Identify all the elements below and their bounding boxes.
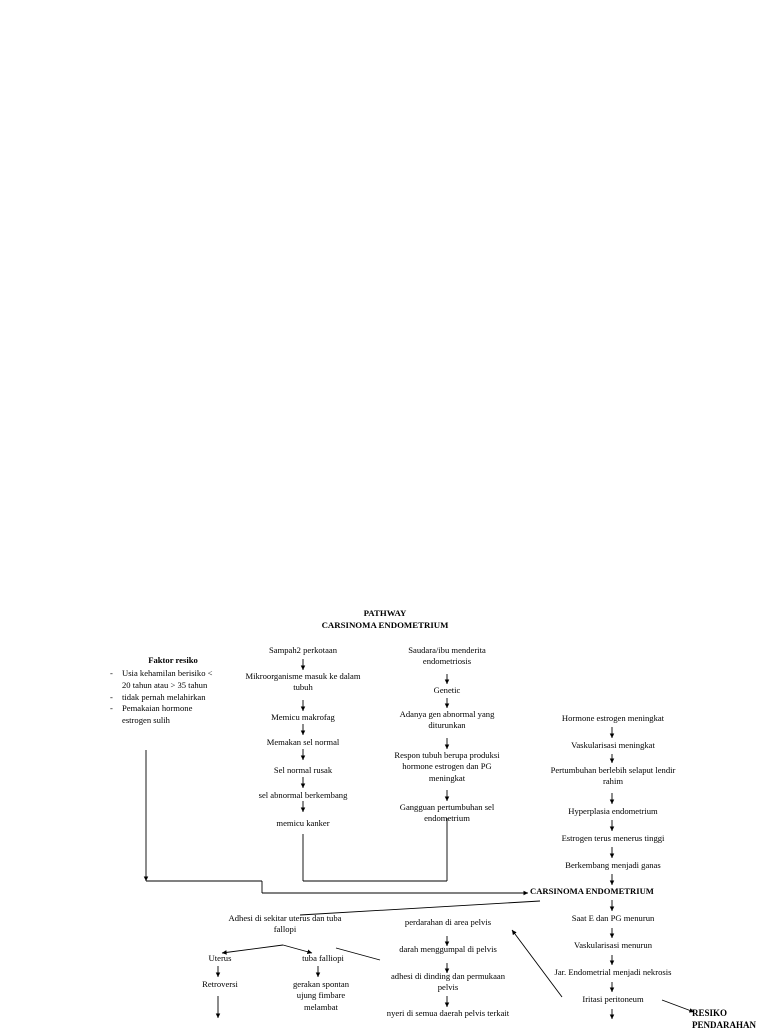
node-pertumbuhan-berlebih-selaput: Pertumbuhan berlebih selaput lendir rahi… [550, 765, 676, 787]
node-jar-endometrial-nekrosis: Jar. Endometrial menjadi nekrosis [554, 967, 672, 977]
node-memakan-sel-normal: Memakan sel normal [266, 737, 340, 747]
node-memicu-makrofag: Memicu makrofag [271, 712, 335, 722]
node-perdarahan-area-pelvis: perdarahan di area pelvis [404, 917, 492, 927]
node-saat-e-pg-menurun: Saat E dan PG menurun [571, 913, 655, 923]
node-hyperplasia-endometrium: Hyperplasia endometrium [568, 806, 658, 816]
node-gen-abnormal-diturunkan: Adanya gen abnormal yang diturunkan [399, 709, 495, 731]
node-sel-abnormal-berkembang: sel abnormal berkembang [258, 790, 348, 800]
node-hormone-estrogen-meningkat: Hormone estrogen meningkat [561, 713, 665, 723]
risk-factors-list: Usia kehamilan berisiko < 20 tahun atau … [109, 668, 237, 727]
node-iritasi-peritoneum: Iritasi peritoneum [582, 994, 644, 1004]
node-tuba-falliopi: tuba falliopi [302, 953, 344, 963]
node-vaskularisasi-meningkat: Vaskularisasi meningkat [571, 740, 655, 750]
node-vaskularisasi-menurun: Vaskularisasi menurun [573, 940, 653, 950]
node-gerakan-spontan-fimbare: gerakan spontan ujung fimbare melambat [292, 979, 350, 1012]
node-adhesi-dinding-permukaan: adhesi di dinding dan permukaan pelvis [390, 971, 506, 993]
node-retroversi: Retroversi [202, 979, 238, 989]
node-nyeri-daerah-pelvis: nyeri di semua daerah pelvis terkait [386, 1008, 510, 1018]
badge-resiko-pendarahan: RESIKO PENDARAHAN [692, 1008, 756, 1030]
node-carsinoma-endometrium: CARSINOMA ENDOMETRIUM [530, 886, 654, 896]
node-mikroorganisme-masuk: Mikroorganisme masuk ke dalam tubuh [245, 671, 361, 693]
node-gangguan-pertumbuhan-sel: Gangguan pertumbuhan sel endometrium [399, 802, 495, 824]
risk-factors-box: Faktor resiko Usia kehamilan berisiko < … [109, 655, 237, 727]
risk-item-0: Usia kehamilan berisiko < 20 tahun atau … [109, 668, 237, 692]
node-saudara-ibu-endometriosis: Saudara/ibu menderita endometriosis [408, 645, 486, 667]
risk-factors-heading: Faktor resiko [148, 655, 198, 665]
node-uterus: Uterus [208, 953, 232, 963]
node-sampah-perkotaan: Sampah2 perkotaan [268, 645, 337, 655]
risk-item-1: tidak pernah melahirkan [109, 692, 237, 704]
risk-item-2: Pemakaian hormone estrogen sulih [109, 703, 237, 727]
page-title: PATHWAY CARSINOMA ENDOMETRIUM [321, 608, 449, 630]
node-sel-normal-rusak: Sel normal rusak [273, 765, 333, 775]
node-berkembang-menjadi-ganas: Berkembang menjadi ganas [565, 860, 661, 870]
node-genetic: Genetic [433, 685, 461, 695]
node-memicu-kanker: memicu kanker [276, 818, 330, 828]
node-adhesi-sekitar-uterus: Adhesi di sekitar uterus dan tuba fallop… [228, 913, 342, 935]
node-darah-menggumpal-pelvis: darah menggumpal di pelvis [399, 944, 497, 954]
node-estrogen-terus-menerus: Estrogen terus menerus tinggi [561, 833, 665, 843]
node-respon-tubuh-estrogen-pg: Respon tubuh berupa produksi hormone est… [394, 750, 500, 783]
